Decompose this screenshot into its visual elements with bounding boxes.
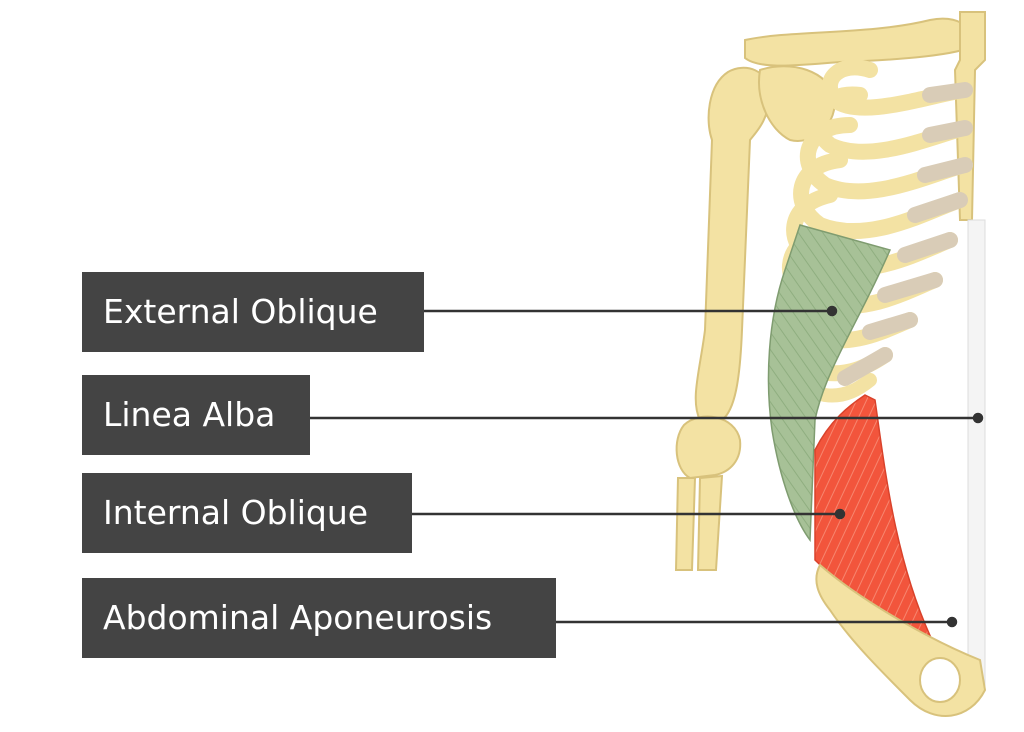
external-oblique-muscle [767,224,892,543]
label-external-oblique: External Oblique [82,272,424,352]
forearm-bones [674,415,742,571]
pointer-dot-external-oblique [826,305,838,317]
pointer-dot-linea-alba [972,412,984,424]
clavicle-bone [744,17,977,142]
sternum-bone [953,11,986,221]
leader-lines [310,305,984,628]
label-internal-oblique: Internal Oblique [82,473,412,553]
pelvis-bone [815,563,987,717]
label-abdominal-aponeurosis: Abdominal Aponeurosis [82,578,556,658]
humerus-bone [694,66,772,421]
pointer-dot-abdominal-aponeurosis [946,616,958,628]
aponeurosis-region [967,219,986,692]
label-linea-alba: Linea Alba [82,375,310,455]
pointer-dot-internal-oblique [834,508,846,520]
